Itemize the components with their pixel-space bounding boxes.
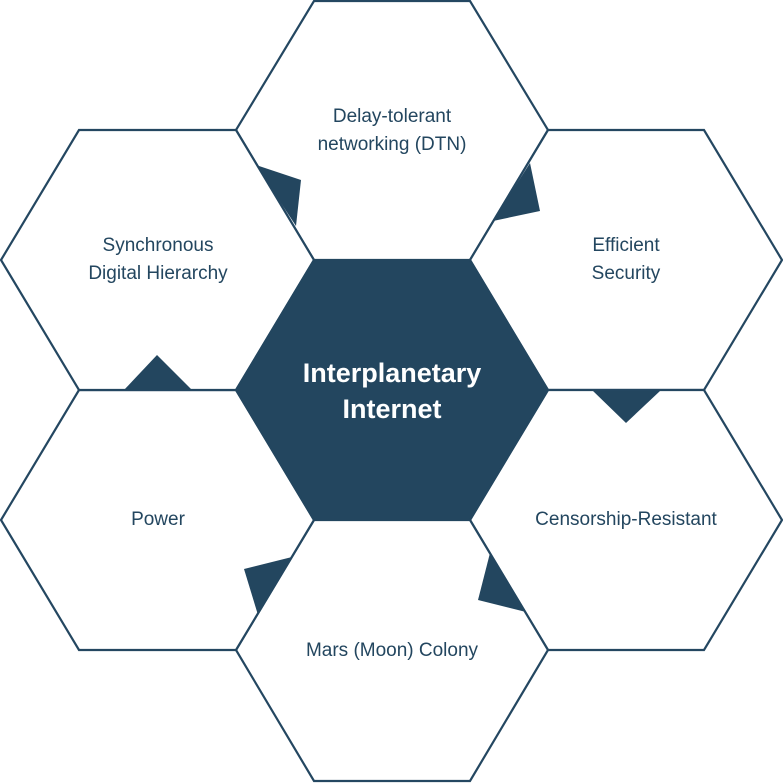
notch-right	[593, 391, 660, 423]
node-label-upper-right: Efficient Security	[506, 232, 746, 288]
notch-lower-right	[478, 553, 526, 612]
node-label-lower-left: Power	[38, 506, 278, 534]
node-upper-left-line1: Synchronous	[102, 235, 214, 256]
node-upper-left-line2: Digital Hierarchy	[88, 263, 228, 284]
node-lower-left-line1: Power	[131, 509, 185, 530]
node-bottom-line1: Mars (Moon) Colony	[305, 640, 479, 661]
center-label-line1: Interplanetary	[302, 358, 482, 388]
notch-lower-left	[244, 557, 292, 615]
node-label-top: Delay-tolerant networking (DTN)	[272, 103, 512, 159]
center-label: Interplanetary Internet	[262, 355, 522, 427]
hex-center	[234, 259, 550, 521]
node-label-lower-right: Censorship-Resistant	[506, 506, 746, 534]
notch-left	[124, 355, 192, 390]
node-lower-right-line1: Censorship-Resistant	[535, 509, 717, 530]
center-label-line2: Internet	[342, 394, 442, 424]
node-upper-right-line2: Security	[591, 263, 661, 284]
node-upper-right-line1: Efficient	[592, 235, 660, 256]
notch-top-right	[493, 163, 540, 221]
node-top-line2: networking (DTN)	[317, 134, 467, 155]
notch-top-left	[256, 165, 301, 226]
node-label-upper-left: Synchronous Digital Hierarchy	[38, 232, 278, 288]
node-label-bottom: Mars (Moon) Colony	[272, 637, 512, 665]
node-top-line1: Delay-tolerant	[332, 106, 452, 127]
